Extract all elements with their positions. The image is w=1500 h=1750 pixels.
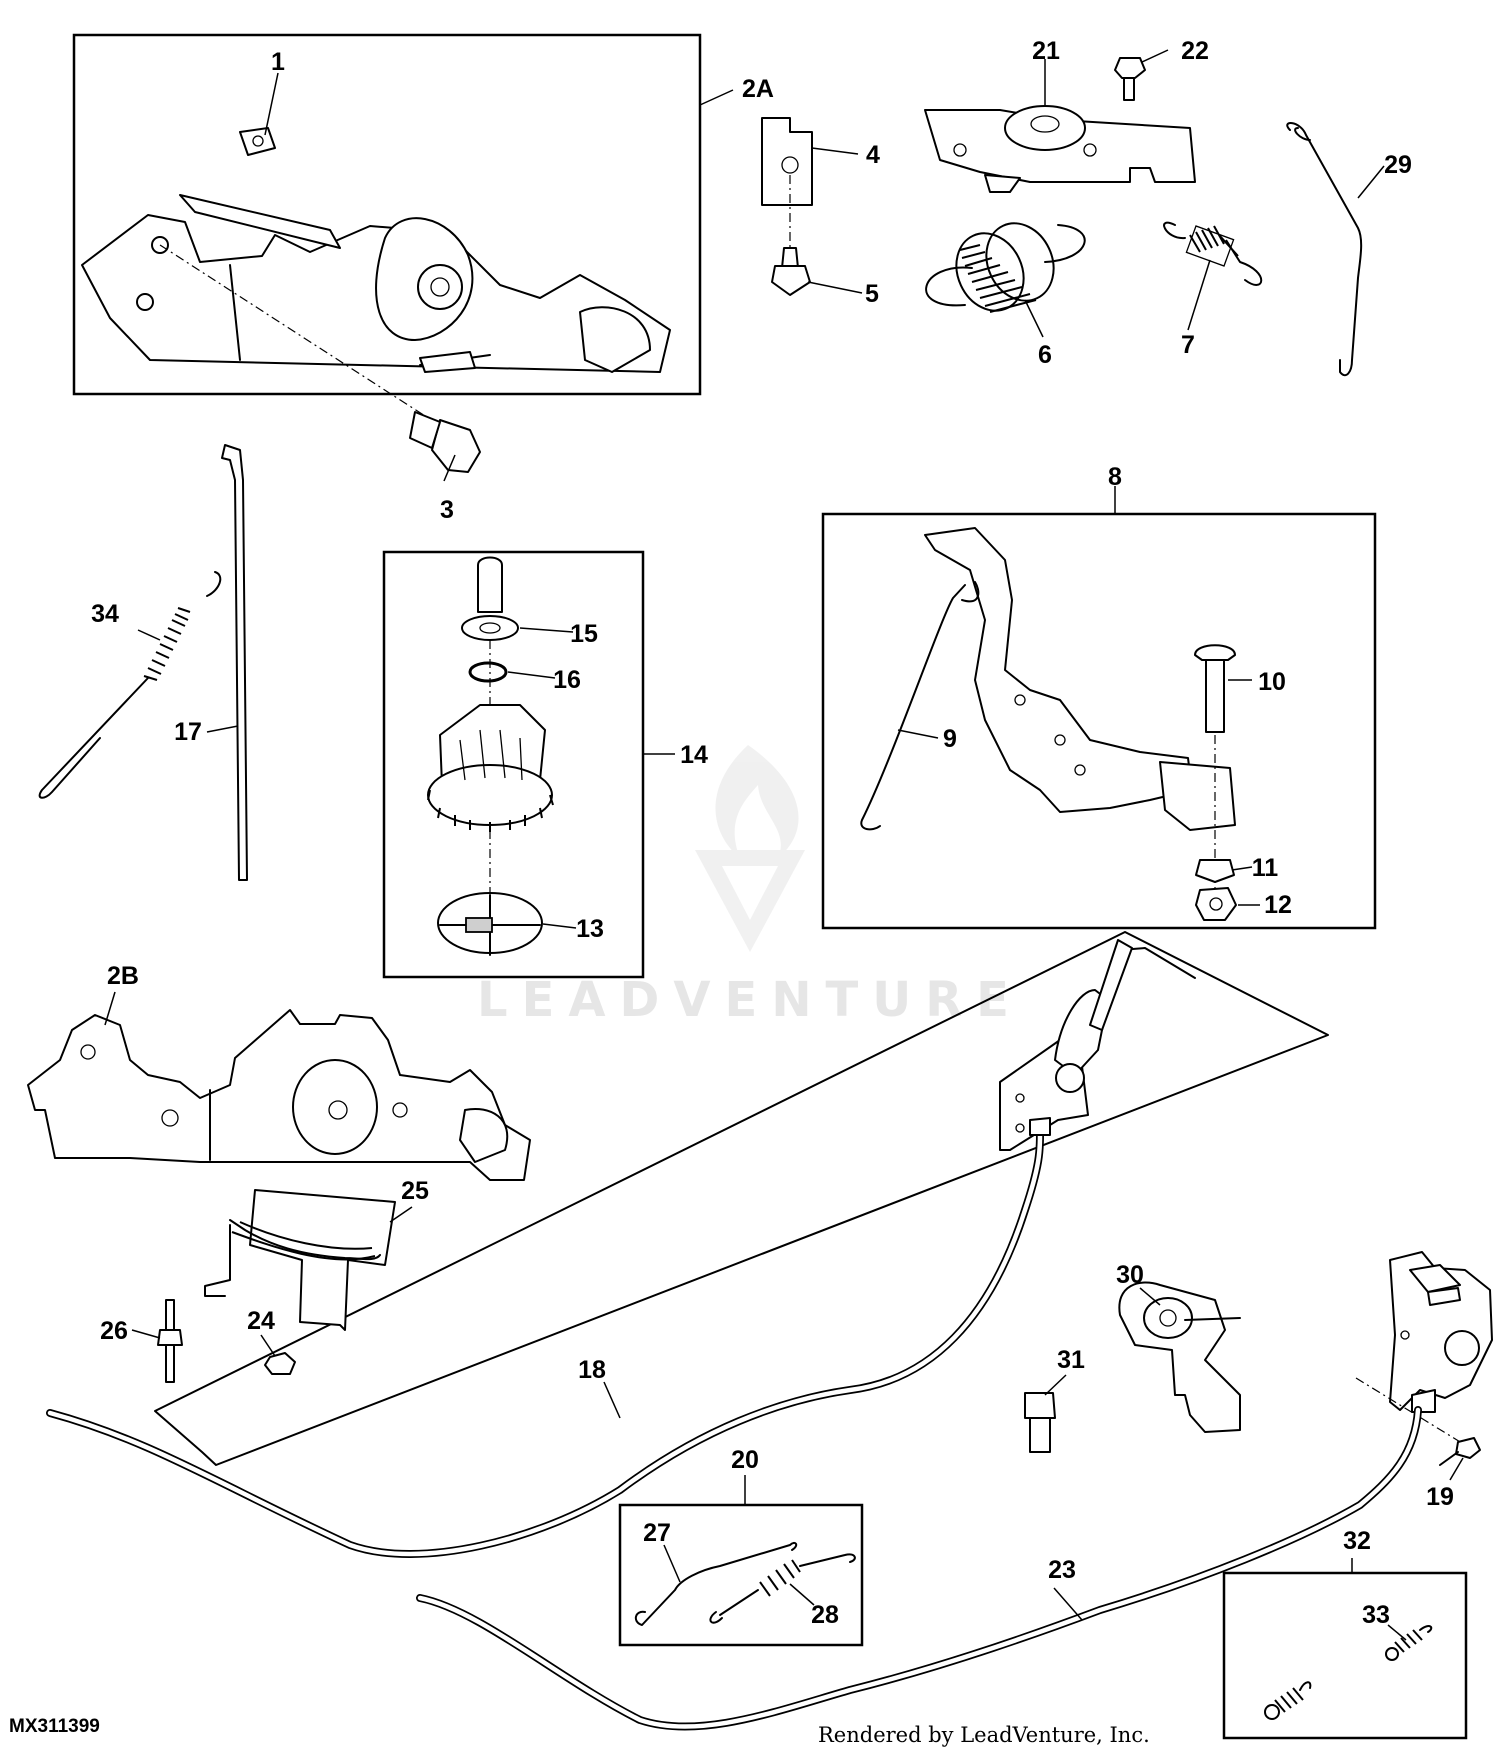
callout-23: 23 bbox=[1048, 1556, 1076, 1584]
callout-33: 33 bbox=[1362, 1601, 1390, 1629]
part-29-rod-hook bbox=[1294, 127, 1311, 141]
callout-2B: 2B bbox=[107, 962, 139, 990]
part-2A-bracket-assembly bbox=[81, 127, 671, 373]
watermark-text: LEADVENTURE bbox=[477, 972, 1023, 1028]
box-20 bbox=[618, 1503, 864, 1647]
part-19-handle-bracket bbox=[1389, 1251, 1493, 1413]
callout-9: 9 bbox=[943, 725, 957, 753]
part-16-ring bbox=[468, 661, 508, 683]
callout-15: 15 bbox=[570, 620, 598, 648]
part-31-bolt bbox=[1024, 1392, 1056, 1453]
callout-19: 19 bbox=[1426, 1483, 1454, 1511]
callout-12: 12 bbox=[1264, 891, 1292, 919]
callout-1: 1 bbox=[271, 48, 285, 76]
callout-labels: 1 2A 3 4 5 6 7 21 22 29 8 9 10 11 12 13 … bbox=[91, 37, 1454, 1629]
centerline-19 bbox=[1355, 1377, 1471, 1449]
part-10-bolt bbox=[1194, 644, 1236, 733]
callout-32: 32 bbox=[1343, 1527, 1371, 1555]
part-33-spring-a bbox=[1264, 1681, 1312, 1720]
callout-2A: 2A bbox=[742, 75, 774, 103]
callout-31: 31 bbox=[1057, 1346, 1085, 1374]
callout-13: 13 bbox=[576, 915, 604, 943]
part-27-rod bbox=[634, 1541, 798, 1626]
callout-8: 8 bbox=[1108, 463, 1122, 491]
part-5-screw bbox=[771, 247, 811, 296]
part-7-spring bbox=[1163, 221, 1263, 286]
part-14-gear bbox=[427, 704, 554, 832]
part-18-pedal-bracket bbox=[999, 939, 1196, 1151]
leader-lines bbox=[104, 49, 1464, 1641]
part-13-cam bbox=[437, 892, 543, 956]
part-29-rod bbox=[1286, 122, 1363, 377]
part-9-rod-hook bbox=[961, 581, 980, 603]
watermark: LEADVENTURE bbox=[477, 745, 1023, 1028]
callout-24: 24 bbox=[247, 1307, 275, 1335]
callout-14: 14 bbox=[680, 741, 708, 769]
part-30-pivot bbox=[1118, 1281, 1241, 1433]
part-8-lever bbox=[924, 527, 1236, 831]
part-3-bolt bbox=[409, 411, 481, 473]
part-26-stud bbox=[157, 1299, 183, 1383]
part-21-pulley-bracket bbox=[924, 105, 1196, 193]
part-23-cable-core bbox=[417, 1407, 1421, 1729]
callout-5: 5 bbox=[865, 280, 879, 308]
part-28-spring bbox=[709, 1553, 856, 1624]
centerline-3 bbox=[159, 244, 471, 446]
part-11-nut bbox=[1195, 859, 1235, 883]
box-18 bbox=[154, 931, 1329, 1466]
callout-27: 27 bbox=[643, 1519, 671, 1547]
box-14 bbox=[382, 550, 645, 979]
callout-11: 11 bbox=[1252, 854, 1279, 882]
callout-29: 29 bbox=[1384, 151, 1412, 179]
callout-30: 30 bbox=[1116, 1261, 1144, 1289]
part-24-nut bbox=[264, 1352, 296, 1375]
callout-3: 3 bbox=[440, 496, 454, 524]
part-22-bolt bbox=[1114, 57, 1146, 101]
callout-10: 10 bbox=[1258, 668, 1286, 696]
box-2A bbox=[72, 33, 702, 396]
callout-7: 7 bbox=[1181, 331, 1195, 359]
watermark-logo-icon bbox=[695, 745, 805, 952]
callout-6: 6 bbox=[1038, 341, 1052, 369]
callout-26: 26 bbox=[100, 1317, 128, 1345]
box-8 bbox=[821, 512, 1377, 930]
part-2B-bracket bbox=[27, 1009, 531, 1181]
callout-4: 4 bbox=[866, 141, 880, 169]
callout-17: 17 bbox=[174, 718, 202, 746]
box-32 bbox=[1222, 1571, 1468, 1740]
credit-text: Rendered by LeadVenture, Inc. bbox=[818, 1723, 1150, 1747]
part-18-cable bbox=[46, 1131, 1044, 1558]
part-4-clip bbox=[761, 117, 813, 206]
callout-22: 22 bbox=[1181, 37, 1209, 65]
part-18-cable-core bbox=[47, 1132, 1043, 1557]
callout-34: 34 bbox=[91, 600, 119, 628]
part-34-spring bbox=[38, 571, 222, 799]
part-12-nut bbox=[1195, 887, 1237, 921]
callout-25: 25 bbox=[401, 1177, 429, 1205]
callout-20: 20 bbox=[731, 1446, 759, 1474]
part-25-shield bbox=[204, 1189, 396, 1331]
callout-28: 28 bbox=[811, 1601, 839, 1629]
part-15-pin bbox=[461, 556, 519, 641]
part-33-spring-b bbox=[1385, 1625, 1433, 1661]
diagram-code: MX311399 bbox=[9, 1716, 100, 1737]
part-6-spring bbox=[925, 222, 1086, 313]
callout-16: 16 bbox=[553, 666, 581, 694]
callout-18: 18 bbox=[578, 1356, 606, 1384]
part-17-rod bbox=[221, 444, 248, 881]
part-19-screw bbox=[1439, 1437, 1481, 1466]
part-9-rod bbox=[860, 584, 966, 831]
callout-21: 21 bbox=[1032, 37, 1060, 65]
